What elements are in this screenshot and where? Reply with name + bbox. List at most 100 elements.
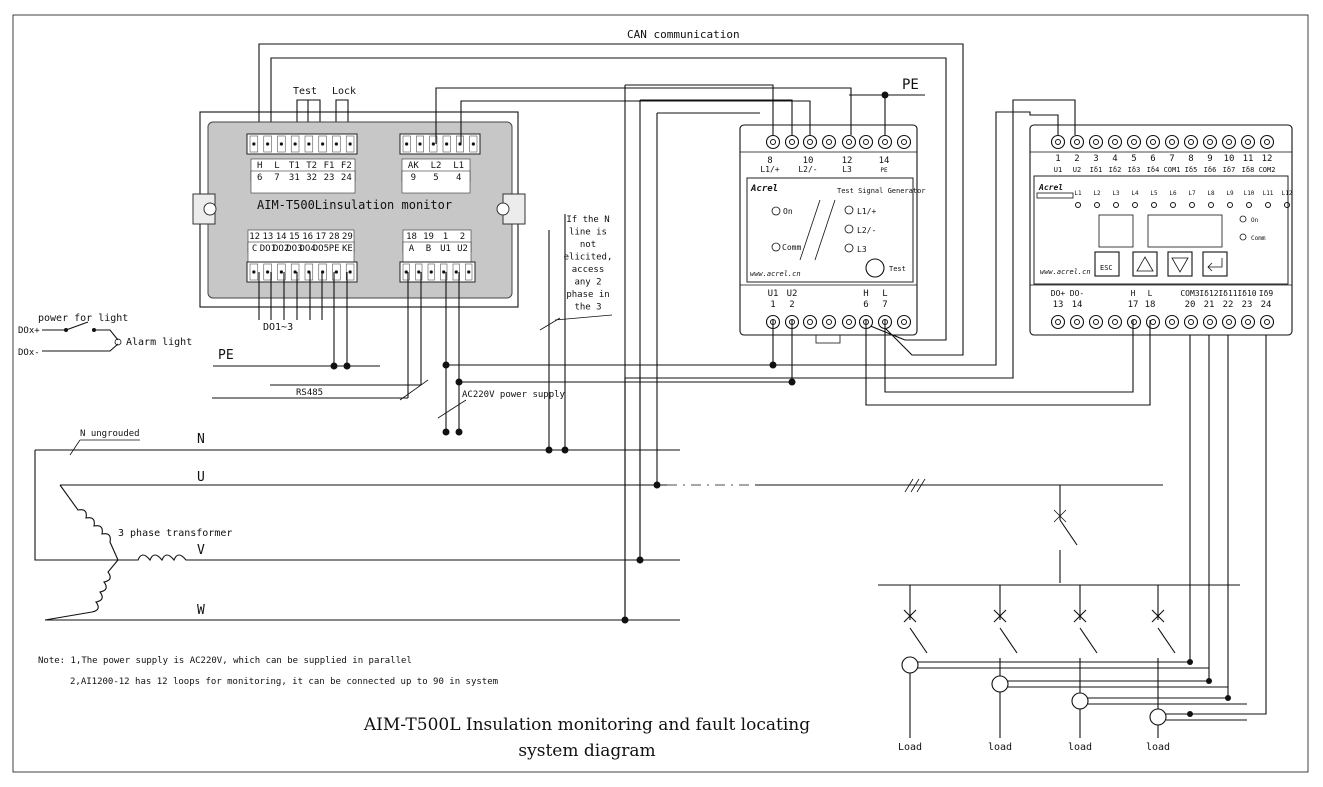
aim-bottom2-label: 19 (423, 232, 434, 242)
loc-led-label: L6 (1169, 190, 1177, 197)
aim-bottom-label: 15 (289, 232, 300, 242)
up-arrow-icon (1136, 256, 1154, 272)
loc-top-number: 9 (1207, 154, 1212, 164)
loc-top-screw (1131, 139, 1137, 145)
terminal-screw (348, 270, 352, 274)
current-transformer-icon (1149, 708, 1167, 726)
gen-top-number: 12 (842, 156, 853, 166)
terminal-screw (405, 142, 409, 146)
up-button[interactable] (1132, 251, 1158, 277)
gen-top-terminal (784, 134, 800, 150)
aim-l2-wire (460, 100, 811, 144)
w-label: W (197, 603, 205, 618)
load-switch (993, 585, 1018, 738)
do-wires (258, 272, 323, 320)
loc-top-terminal (1145, 134, 1161, 150)
terminal-slot (332, 263, 341, 281)
terminal-block (246, 261, 358, 283)
aim-bottom-name: C (252, 244, 257, 254)
load-label: load (1068, 742, 1092, 753)
gen-web: www.acrel.cn (750, 270, 801, 278)
terminal-screw (442, 270, 446, 274)
gen-l1: L1/+ (857, 207, 876, 216)
loc-top-number: 7 (1169, 154, 1174, 164)
u1u2-wires (445, 272, 460, 432)
n-note-line: any 2 (574, 278, 601, 288)
gen-top-number: 10 (803, 156, 814, 166)
gen-test-button[interactable] (865, 258, 885, 278)
loc-led (1094, 202, 1100, 208)
terminal-screw (307, 142, 311, 146)
loc-top-number: 6 (1150, 154, 1155, 164)
aim-top-label: F1 (324, 161, 335, 171)
loc-bot-name: COM3 (1180, 289, 1199, 298)
aim-bottom-label: 14 (276, 232, 287, 242)
gen-top-screw (789, 139, 795, 145)
aim-bottom-name: DO2 (273, 244, 289, 254)
loc-top-name: Iδ8 (1242, 166, 1255, 174)
aim-top2-number: 4 (456, 173, 461, 183)
pe-mid-label: PE (218, 348, 234, 363)
aim-bottom2-name: A (409, 244, 415, 254)
ac220-label: AC220V power supply (462, 390, 566, 400)
terminal-screw (266, 142, 270, 146)
terminal-slot (429, 135, 438, 153)
terminal-slot (290, 135, 300, 153)
gen-bot-terminal (802, 314, 818, 330)
gen-top-terminal (765, 134, 781, 150)
gen-title: Test Signal Generator (837, 187, 926, 195)
enter-button[interactable] (1202, 251, 1228, 277)
ct-wire (1166, 335, 1267, 721)
loc-bot-name: H (1131, 289, 1136, 298)
loc-top-name: Iδ2 (1109, 166, 1122, 174)
alarm-light-label: Alarm light (126, 337, 192, 348)
aim-top-label: L (274, 161, 279, 171)
dox-minus: DOx- (18, 348, 40, 358)
loc-on: On (1251, 217, 1259, 224)
loc-led (1170, 202, 1176, 208)
gen-bot-name: U2 (787, 289, 798, 299)
loc-bot-name: Iδ10 (1237, 289, 1256, 298)
terminal-screw (293, 142, 297, 146)
terminal-screw (454, 270, 458, 274)
transformer-icon (44, 484, 190, 621)
terminal-slot (345, 263, 355, 281)
aim-bottom-name: DO1 (260, 244, 276, 254)
loc-top-terminal (1126, 134, 1142, 150)
aim-top2-label: L1 (453, 161, 464, 171)
pe-top-label: PE (902, 77, 919, 93)
terminal-block (399, 261, 476, 283)
note-2: 2,AI1200-12 has 12 loops for monitoring,… (70, 677, 498, 687)
down-button[interactable] (1167, 251, 1193, 277)
terminal-screw (471, 142, 475, 146)
loc-bot-number: 23 (1242, 300, 1253, 310)
terminal-screw (279, 142, 283, 146)
gen-l2: L2/- (857, 226, 876, 235)
terminal-screw (334, 142, 338, 146)
gen-bot-terminal (896, 314, 912, 330)
terminal-slot (318, 263, 327, 281)
terminal-slot (263, 135, 272, 153)
loc-bot-number: 18 (1145, 300, 1156, 310)
terminal-screw (279, 270, 283, 274)
loc-bot-screw (1188, 319, 1194, 325)
loc-top-name: COM1 (1164, 166, 1181, 174)
title-line-1: AIM-T500L Insulation monitoring and faul… (363, 715, 810, 735)
loc-bot-terminal (1202, 314, 1218, 330)
loc-led-label: L8 (1207, 190, 1215, 197)
n-note-line: access (572, 265, 605, 275)
loc-bot-name: Iδ12 (1199, 289, 1218, 298)
terminal-slot (402, 135, 411, 153)
loc-top-number: 5 (1131, 154, 1136, 164)
terminal-screw (348, 142, 352, 146)
loc-top-number: 8 (1188, 154, 1193, 164)
esc-button[interactable] (1094, 251, 1120, 277)
gen-bot-terminal (841, 314, 857, 330)
aim-top-label: T2 (306, 161, 317, 171)
gen-top-terminal (821, 134, 837, 150)
loc-bot-screw (1093, 319, 1099, 325)
loc-bot-screw (1169, 319, 1175, 325)
